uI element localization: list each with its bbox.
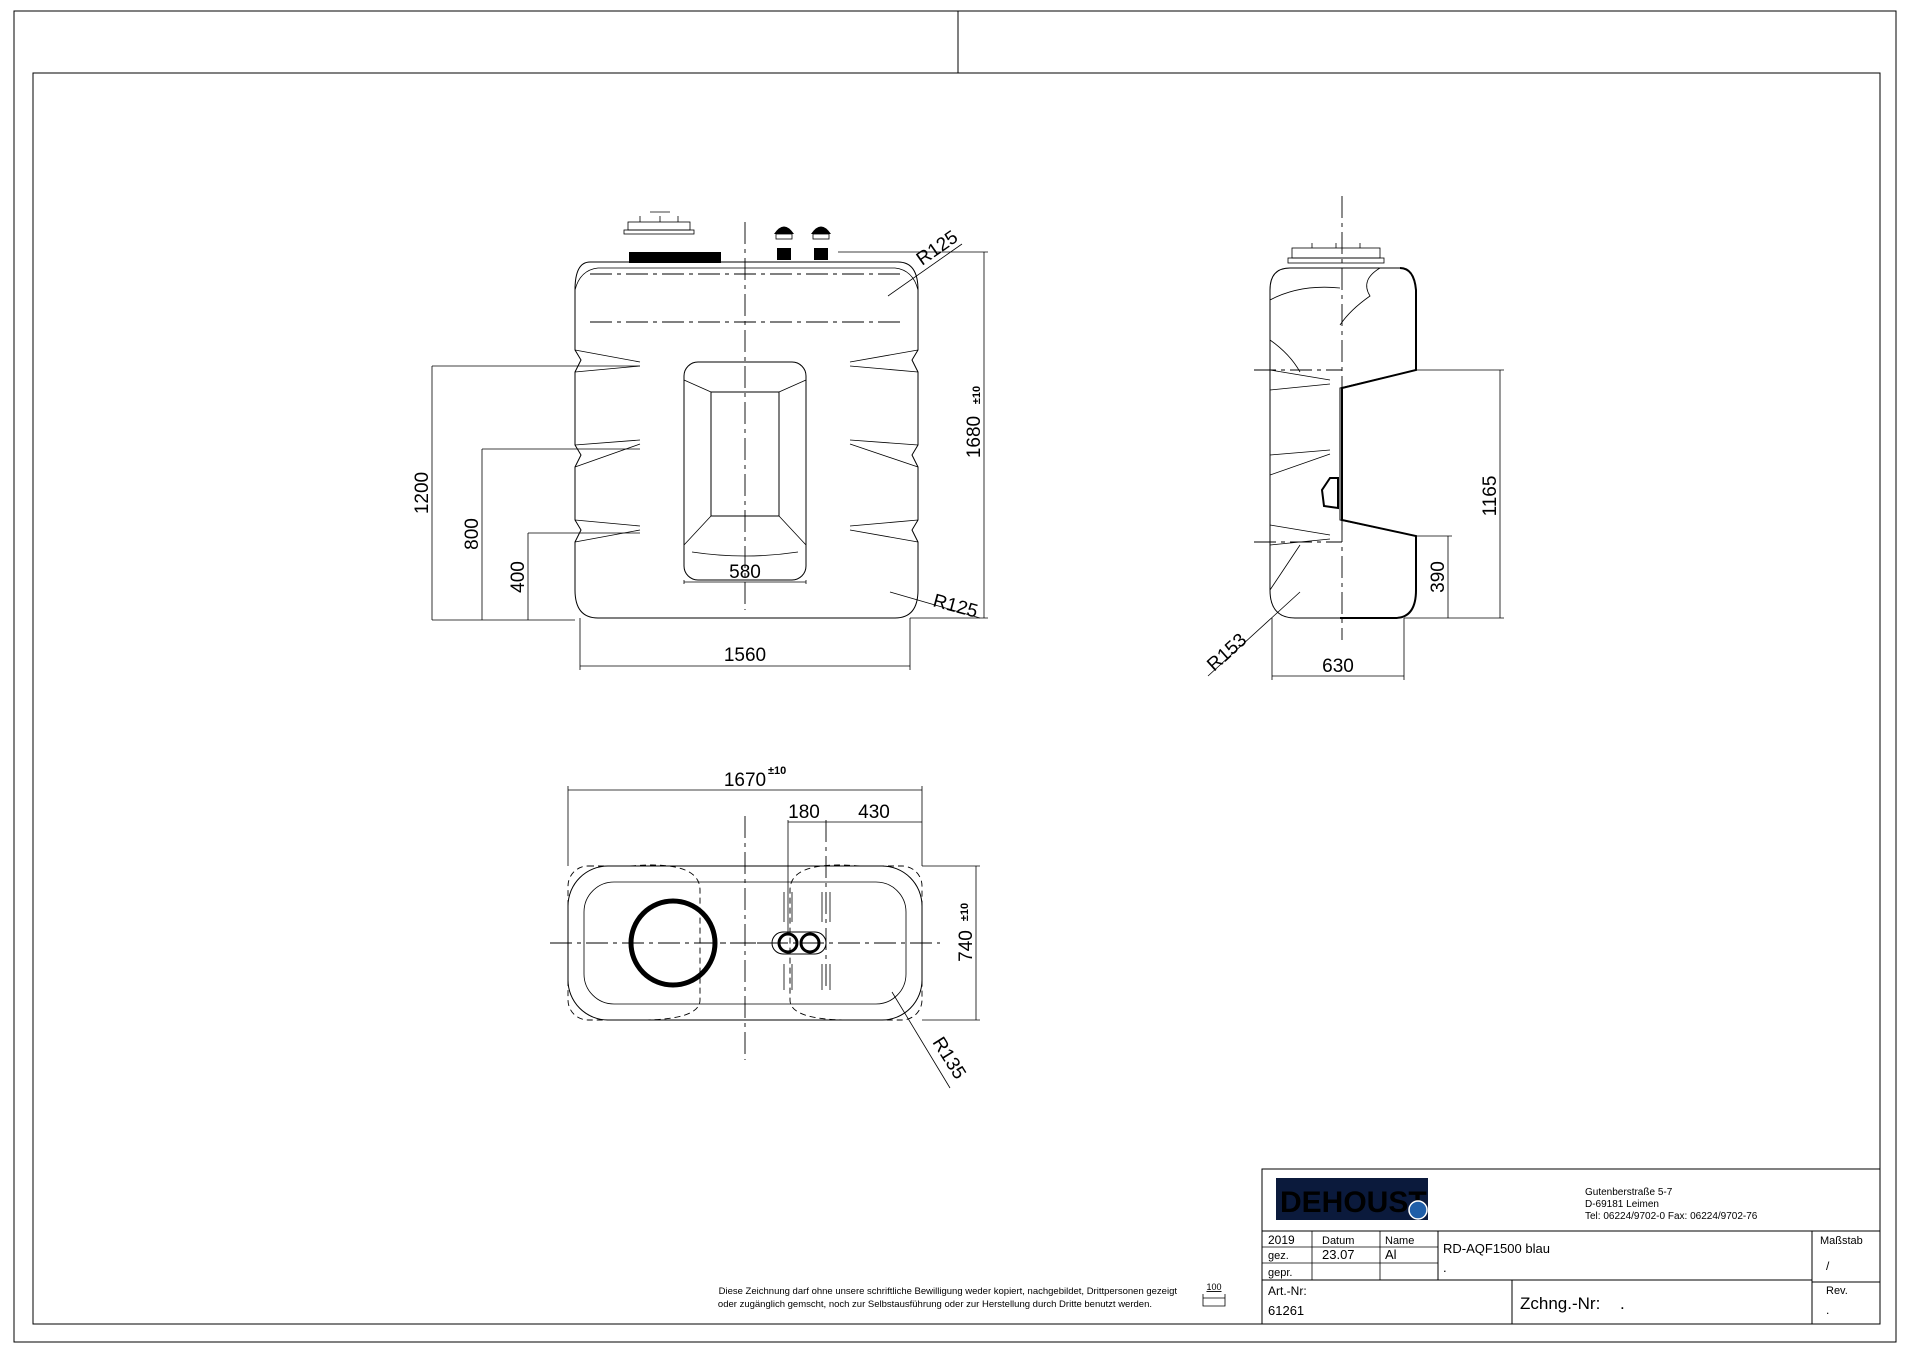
rev-value: .	[1826, 1303, 1829, 1317]
front-dim-1200-text: 1200	[412, 472, 433, 514]
side-dim-390-text: 390	[1428, 561, 1449, 593]
disclaimer: Diese Zeichnung darf ohne unsere schrift…	[718, 1286, 1177, 1310]
massstab-value: /	[1826, 1259, 1830, 1273]
sheet-frame	[13, 10, 1897, 1343]
front-dim-window-text: 580	[729, 562, 761, 583]
front-lid	[623, 211, 721, 263]
logo-text: DEHOUST	[1280, 1186, 1427, 1219]
top-dim-length-tol: ±10	[768, 765, 786, 777]
col-datum: Datum	[1322, 1235, 1354, 1247]
front-ribs	[574, 349, 919, 543]
front-dim-height: 1680 ±10	[838, 251, 988, 619]
side-radius-text: R153	[1203, 630, 1251, 676]
year: 2019	[1268, 1233, 1295, 1247]
scale-symbol-text: 100	[1206, 1282, 1221, 1292]
side-dim-width: 630	[1271, 618, 1405, 680]
front-dim-1680-tol: ±10	[971, 386, 983, 404]
name-value: Al	[1385, 1247, 1397, 1262]
zchng-value: .	[1620, 1294, 1625, 1313]
side-valve	[1320, 477, 1339, 510]
top-dim-width-text: 740	[956, 930, 977, 962]
front-dim-width-text: 1560	[724, 645, 766, 666]
rev-label: Rev.	[1826, 1285, 1848, 1297]
front-nozzle-left	[774, 226, 794, 260]
front-dim-1680-text: 1680	[964, 416, 985, 458]
zchng-label: Zchng.-Nr:	[1520, 1294, 1600, 1313]
front-nozzle-right	[811, 226, 831, 260]
top-dim-length: 1670 ±10	[567, 765, 923, 866]
address-line-2: D-69181 Leimen	[1585, 1199, 1659, 1210]
front-dim-width: 1560	[579, 618, 911, 670]
scale-symbol: 100	[1202, 1282, 1226, 1307]
top-view: 1670 ±10 180 430 740 ±10 R135	[550, 765, 980, 1089]
front-view: 1560 580 1200 800 400 1680 ±	[412, 211, 988, 670]
art-nr-label: Art.-Nr:	[1268, 1284, 1307, 1298]
front-dim-800-text: 800	[462, 518, 483, 550]
disclaimer-line-2: oder zugänglich gemscht, noch zur Selbst…	[718, 1299, 1152, 1310]
title-block: DEHOUST Gutenberstraße 5-7 D-69181 Leime…	[1261, 1168, 1881, 1325]
side-dim-1165-text: 1165	[1480, 476, 1501, 517]
top-dim-length-text: 1670	[724, 770, 766, 791]
top-radius-text: R135	[928, 1034, 970, 1084]
front-radius-top: R125	[887, 227, 963, 297]
side-dim-width-text: 630	[1322, 656, 1354, 677]
top-nozzles	[771, 892, 831, 990]
address-line-1: Gutenberstraße 5-7	[1585, 1187, 1673, 1198]
address-line-3: Tel: 06224/9702-0 Fax: 06224/9702-76	[1585, 1211, 1758, 1222]
disclaimer-line-1: Diese Zeichnung darf ohne unsere schrift…	[719, 1286, 1178, 1297]
front-dim-400-text: 400	[508, 561, 529, 593]
drawing-subtitle: .	[1443, 1260, 1447, 1275]
side-dim-1165: 1165	[1404, 369, 1504, 619]
side-ribs	[1269, 339, 1331, 591]
side-dim-390: 390	[1416, 535, 1452, 618]
side-lid	[1287, 243, 1385, 264]
massstab-label: Maßstab	[1820, 1235, 1863, 1247]
top-dim-180-text: 180	[788, 802, 820, 823]
top-radius: R135	[891, 991, 970, 1089]
drawing-title: RD-AQF1500 blau	[1443, 1241, 1550, 1256]
side-radius: R153	[1203, 591, 1301, 677]
dehoust-logo: DEHOUST	[1276, 1178, 1428, 1220]
front-dim-heights: 1200 800 400	[412, 365, 640, 621]
side-view: 630 1165 390 R153	[1203, 196, 1504, 680]
front-radius-top-text: R125	[913, 227, 962, 270]
front-dim-window: 580	[683, 562, 807, 584]
col-name: Name	[1385, 1235, 1414, 1247]
art-nr-value: 61261	[1268, 1303, 1304, 1318]
top-dim-width: 740 ±10	[922, 865, 980, 1021]
top-dim-width-tol: ±10	[959, 903, 971, 921]
datum-value: 23.07	[1322, 1247, 1355, 1262]
top-dim-430-text: 430	[858, 802, 890, 823]
row-gepr: gepr.	[1268, 1267, 1292, 1279]
row-gez: gez.	[1268, 1250, 1289, 1262]
top-dim-180-430: 180 430	[787, 802, 922, 932]
